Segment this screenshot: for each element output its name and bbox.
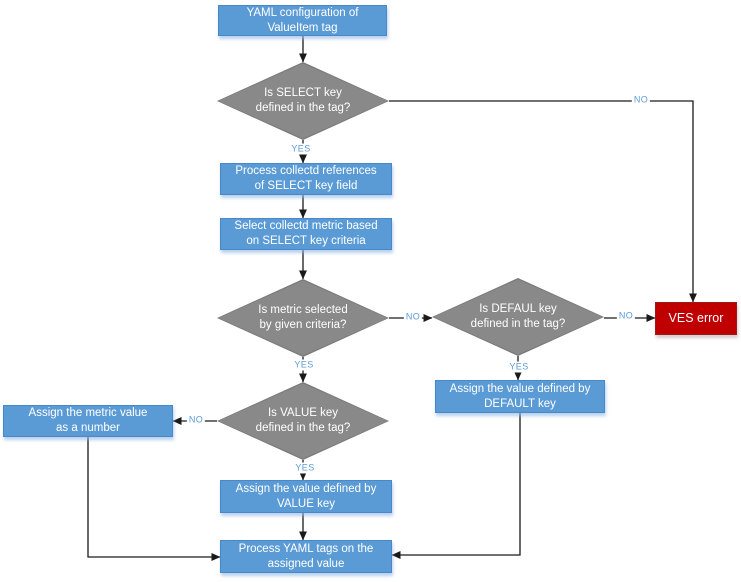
node-process-yaml-tags: Process YAML tags on the assigned value <box>220 540 392 573</box>
edge-label-value-yes: YES <box>293 462 317 474</box>
decision-default-key-label: Is DEFAUL key defined in the tag? <box>470 303 566 330</box>
edge-label-metric-yes: YES <box>292 359 316 371</box>
edge-label-value-no: NO <box>186 414 206 426</box>
edge-label-select-no: NO <box>631 94 651 106</box>
edge-label-default-yes: YES <box>507 361 531 373</box>
node-assign-default-value: Assign the value defined by DEFAULT key <box>435 380 605 413</box>
node-process-collectd-references: Process collectd references of SELECT ke… <box>220 163 392 195</box>
edge-label-default-no: NO <box>616 310 636 322</box>
node-assign-value-key: Assign the value defined by VALUE key <box>220 480 392 513</box>
node-ves-error: VES error <box>655 302 737 335</box>
node-assign-metric-value: Assign the metric value as a number <box>3 405 173 437</box>
edge-label-select-yes: YES <box>289 143 313 155</box>
edge-label-metric-no: NO <box>403 311 423 323</box>
edge-assigndefault-to-processyaml <box>391 413 521 559</box>
decision-select-key-label: Is SELECT key defined in the tag? <box>255 87 351 114</box>
decision-metric-selected-label: Is metric selected by given criteria? <box>258 304 348 331</box>
edge-select-no-to-ves <box>389 100 697 303</box>
node-yaml-configuration: YAML configuration of ValueItem tag <box>218 5 387 36</box>
decision-value-key-label: Is VALUE key defined in the tag? <box>255 407 351 434</box>
edge-assignmetric-to-processyaml <box>87 437 221 561</box>
node-select-collectd-metric: Select collectd metric based on SELECT k… <box>220 218 392 250</box>
